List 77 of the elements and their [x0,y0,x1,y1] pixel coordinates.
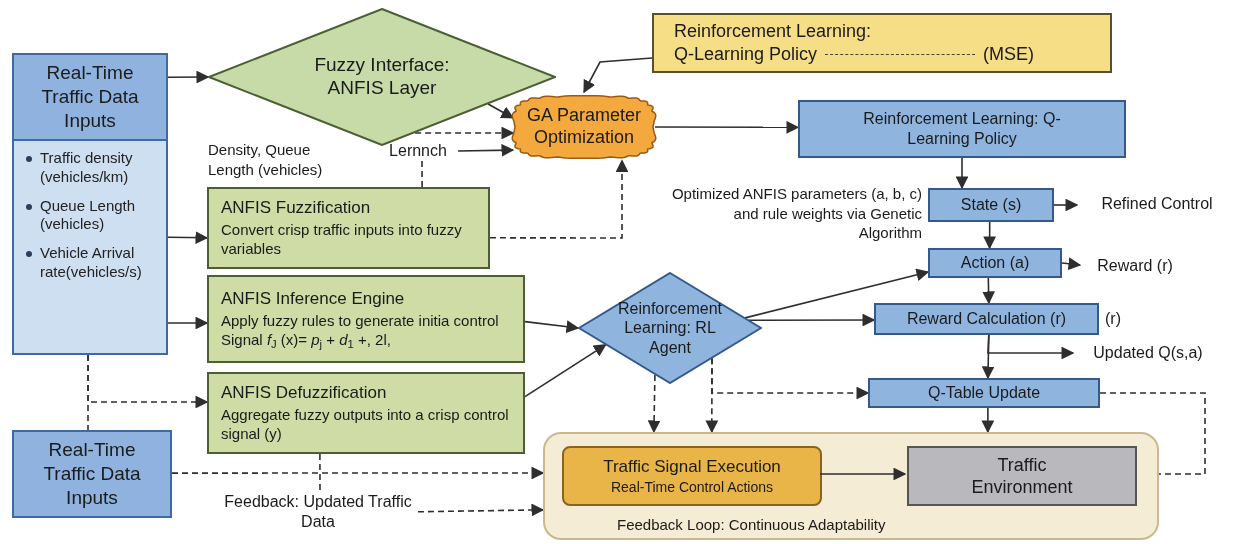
box-label: Reinforcement Learning: Q-Learning Policy [862,109,1062,149]
process-box [207,372,525,454]
list-item: Traffic density (vehicles/km) [40,149,134,187]
arrow [524,320,580,333]
box-label: Q-Table Update [927,383,1041,403]
arrow [981,334,995,380]
box-label: State (s) [960,195,1022,215]
annotation-text: Density, Queue Length (vehicles) [208,140,324,179]
annotation-text: Feedback: Updated Traffic Data [218,492,418,536]
arrow [711,357,870,400]
cloud-shape [510,92,658,162]
box-title: ANFIS Fuzzification [221,197,372,220]
arrow [167,70,210,84]
box-title: Real-Time Traffic Data Inputs [42,438,142,510]
arrow [819,467,907,481]
arrow [171,466,545,480]
box-text: Apply fuzzy rules to generate initia control Signal f$_{J}$ (x)= p$_{j}$ + d$_{1}$ +, 2l, [221,310,500,350]
box-text: Convert crisp traffic inputs into fuzzy variables [221,219,463,259]
box-title: ANFIS Inference Engine [221,288,406,311]
box-label: Traffic Environment [970,453,1074,499]
diamond-label: Reinforcement Learning: RL Agent [616,299,723,357]
input-panel [12,53,168,355]
box-title: ANFIS Defuzzification [221,382,388,405]
process-box [907,446,1137,506]
annotation-text: Optimized ANFIS parameters (a, b, c) and rule weights via Genetic Algorithm [670,184,922,243]
arrow [524,344,607,398]
box-text: (MSE) [983,43,1035,66]
arrow [654,120,800,134]
arrow [167,231,209,244]
process-box [562,446,822,506]
connector-line [319,453,321,493]
arrow [1061,257,1082,271]
cloud-label: GA Parameter Optimization [525,105,642,149]
process-box [207,275,525,363]
panel-caption: Feedback Loop: Continuous Adaptability [617,515,886,535]
list-item: Queue Length (vehicles) [40,196,137,234]
annotation-text: Updated Q(s,a) [1073,343,1223,363]
annotation-text: Lernnch [378,141,458,161]
box-label: Reward Calculation (r) [906,309,1067,329]
arrow [489,159,629,239]
side-note: (r) [1105,310,1121,327]
box-text: Real-Time Control Actions [610,477,774,497]
process-box [798,100,1126,158]
connector-line [1099,392,1206,475]
box-label: Action (a) [960,253,1030,273]
arrow [647,374,661,434]
feedback-loop-panel [543,432,1159,540]
arrow [1053,198,1079,212]
list-item: Vehicle Arrival rate(vehicles/s) [40,244,143,282]
arrow [987,334,1075,360]
arrow [744,268,930,319]
process-box [868,378,1100,408]
annotation-text: Reward (r) [1080,256,1190,276]
process-box [928,248,1062,278]
arrow [167,316,209,330]
arrow [417,503,545,517]
box-title: Traffic Signal Execution [603,455,781,478]
arrow [583,57,653,94]
process-box [928,188,1054,222]
panel-title: Real-Time Traffic Data Inputs [40,61,140,133]
annotation-text: Refined Control [1077,194,1237,216]
process-box [207,187,490,269]
arrow [981,407,995,434]
arrow [748,313,876,327]
connector-line [87,354,89,431]
policy-box [652,13,1112,73]
connector-line [421,160,423,188]
arrow [457,143,515,157]
input-box [12,430,172,518]
box-text: Q-Learning Policy [674,43,818,66]
diamond-label: Fuzzy Interface: ANFIS Layer [313,54,451,100]
arrow [982,277,995,305]
arrow [955,157,969,190]
arrow [983,221,997,250]
box-text: Aggregate fuzzy outputs into a crisp control signal (y) [221,404,510,444]
box-title: Reinforcement Learning: [674,19,873,43]
decision-diamond [578,272,762,384]
